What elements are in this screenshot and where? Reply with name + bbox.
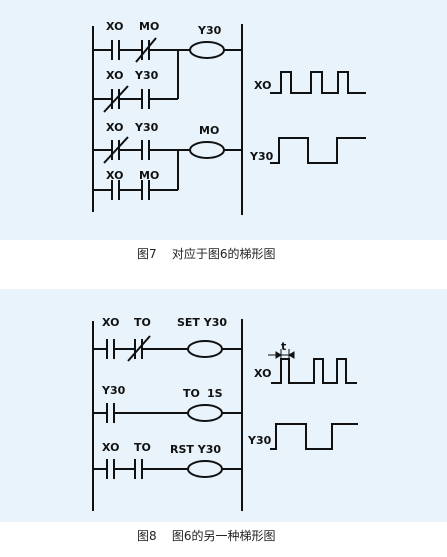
label-r1-to: TO (134, 316, 151, 329)
label-r1b-y30: Y30 (134, 69, 159, 82)
label-coil-mo: MO (199, 124, 219, 137)
label-r2-y30: Y30 (134, 121, 159, 134)
ladder-diagram-7: XO MO Y30 XO Y30 XO Y30 MO XO MO XO Y30 (92, 20, 366, 215)
label-r2b-mo: MO (139, 169, 159, 182)
y30-waveform (270, 137, 366, 164)
label-timer-value: 1S (207, 387, 223, 400)
xo-waveform (270, 71, 366, 94)
timing-label-xo: XO (254, 79, 271, 92)
xo-waveform (271, 358, 357, 384)
label-r1b-xo: XO (106, 69, 123, 82)
coil-mo (189, 141, 225, 159)
ladder-diagram-8: XO TO SET Y30 Y30 TO 1S XO TO RST Y30 t … (92, 316, 358, 511)
label-r1-xo: XO (106, 20, 123, 33)
figure-7-panel: XO MO Y30 XO Y30 XO Y30 MO XO MO XO Y30 (0, 0, 447, 240)
interval-label-t: t (281, 340, 286, 353)
label-r1-xo: XO (102, 316, 119, 329)
interval-marker (268, 349, 295, 359)
figure-8-panel: XO TO SET Y30 Y30 TO 1S XO TO RST Y30 t … (0, 289, 447, 522)
label-timer-to: TO (183, 387, 200, 400)
label-r2b-xo: XO (106, 169, 123, 182)
label-r2-y30: Y30 (101, 384, 126, 397)
rung-3 (93, 459, 242, 479)
rung-1-branch (92, 50, 179, 113)
figure-7-caption: 图7 对应于图6的梯形图 (137, 247, 276, 261)
timing-label-y30: Y30 (249, 150, 274, 163)
rung-1 (93, 335, 242, 362)
label-coil-y30: Y30 (197, 24, 222, 37)
label-r1-mo: MO (139, 20, 159, 33)
rung-2-branch (92, 150, 179, 200)
rung-1 (93, 37, 242, 63)
rung-2 (93, 403, 242, 423)
timing-label-y30: Y30 (247, 434, 272, 447)
rung-2 (93, 136, 242, 164)
coil-y30 (189, 41, 225, 59)
label-coil-rst-y30: RST Y30 (170, 443, 221, 456)
figure-8-caption: 图8 图6的另一种梯形图 (137, 529, 276, 543)
timer-coil-to (187, 404, 223, 422)
timing-label-xo: XO (254, 367, 271, 380)
coil-set-y30 (187, 340, 223, 358)
label-r3-to: TO (134, 441, 151, 454)
label-r3-xo: XO (102, 441, 119, 454)
coil-rst-y30 (187, 460, 223, 478)
label-r2-xo: XO (106, 121, 123, 134)
label-coil-set-y30: SET Y30 (177, 316, 227, 329)
y30-waveform (270, 423, 358, 450)
